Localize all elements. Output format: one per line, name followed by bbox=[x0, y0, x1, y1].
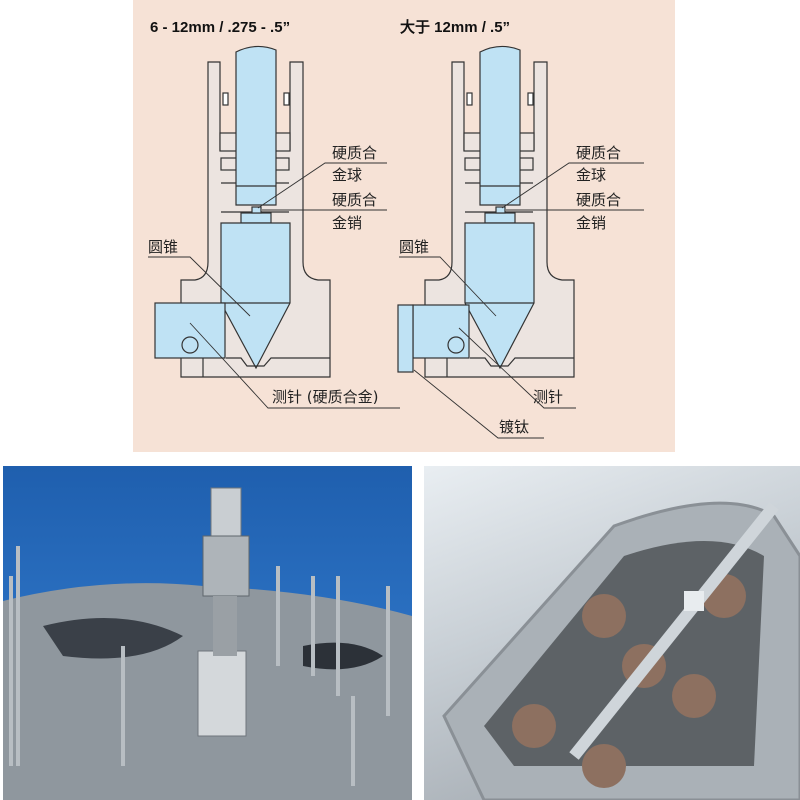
right-ball-label-1: 硬质合 bbox=[576, 144, 621, 162]
left-ball-label-1: 硬质合 bbox=[332, 144, 377, 162]
engine-block-photo bbox=[3, 466, 412, 800]
engine-block-illustration bbox=[3, 487, 412, 800]
right-coating-label: 镀钛 bbox=[499, 418, 529, 436]
cylinder-head-illustration bbox=[442, 501, 800, 800]
right-title: 大于 12mm / .5” bbox=[400, 18, 510, 36]
right-pin-label-2: 金销 bbox=[576, 214, 606, 232]
right-cone-label: 圆锥 bbox=[399, 238, 429, 256]
left-gauge-drawing bbox=[148, 45, 400, 409]
left-probe-label: 测针 (硬质合金) bbox=[272, 388, 378, 406]
left-cone-label: 圆锥 bbox=[148, 238, 178, 256]
right-ball-label-2: 金球 bbox=[576, 166, 606, 184]
right-probe-label: 测针 bbox=[533, 388, 563, 406]
left-pin-label-1: 硬质合 bbox=[332, 191, 377, 209]
bore-gauge-diagram: 6 - 12mm / .275 - .5” 大于 12mm / .5” 硬质合 … bbox=[133, 0, 675, 452]
left-pin-label-2: 金销 bbox=[332, 214, 362, 232]
left-ball-label-2: 金球 bbox=[332, 166, 362, 184]
right-pin-label-1: 硬质合 bbox=[576, 191, 621, 209]
cylinder-head-photo bbox=[424, 466, 800, 800]
left-title: 6 - 12mm / .275 - .5” bbox=[150, 19, 290, 36]
right-gauge-drawing bbox=[397, 45, 644, 439]
